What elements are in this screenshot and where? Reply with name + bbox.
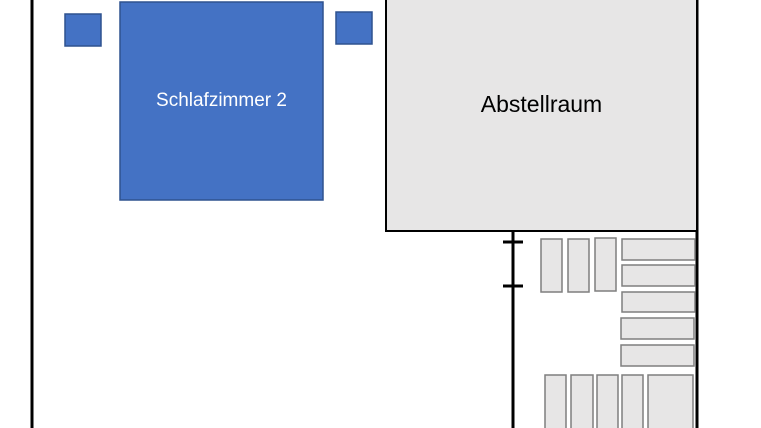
storage-room — [385, 0, 698, 232]
shelf-bottom-3 — [596, 374, 619, 428]
shelf-horizontal-3 — [621, 291, 696, 313]
nightstand-left — [64, 13, 102, 47]
shelf-vertical-3 — [594, 237, 617, 292]
shelf-vertical-2 — [567, 238, 590, 293]
shelf-horizontal-4 — [620, 317, 695, 340]
shelf-bottom-1 — [544, 374, 567, 428]
shelf-horizontal-5 — [620, 344, 695, 367]
shelf-bottom-2 — [570, 374, 594, 428]
bedroom-label: Schlafzimmer 2 — [120, 2, 323, 200]
storage-room-label: Abstellraum — [387, 2, 696, 207]
shelf-horizontal-1 — [621, 238, 696, 261]
shelf-bottom-5 — [647, 374, 694, 428]
shelf-bottom-4 — [621, 374, 644, 428]
bedroom-label-text: Schlafzimmer 2 — [156, 90, 287, 111]
shelf-horizontal-2 — [621, 264, 696, 287]
storage-room-label-text: Abstellraum — [480, 91, 603, 117]
nightstand-right — [335, 11, 373, 45]
shelf-vertical-1 — [540, 238, 563, 293]
bed — [119, 1, 324, 201]
